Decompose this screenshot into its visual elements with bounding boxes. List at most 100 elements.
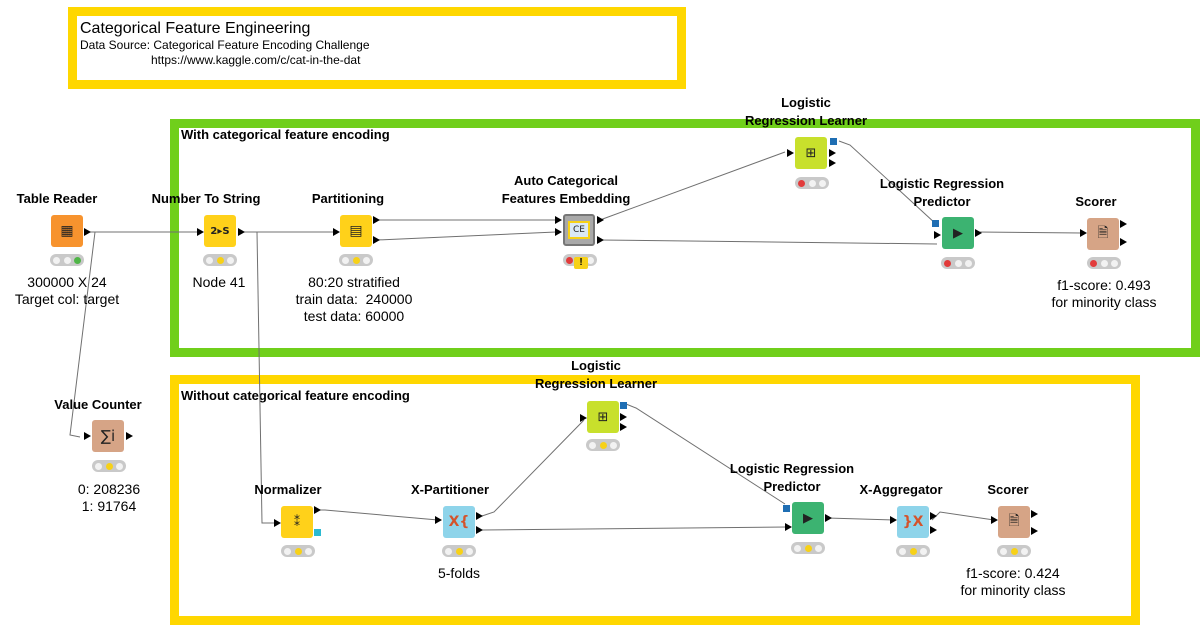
partitioning-out-port-2[interactable]	[373, 236, 380, 244]
number-to-string-icon: 2▸S	[210, 225, 230, 237]
x-partitioner-title: X-Partitioner	[410, 482, 489, 497]
without-encoding-label: Without categorical feature encoding	[181, 388, 410, 403]
data-source-line: Data Source: Categorical Feature Encodin…	[80, 38, 370, 52]
lr-predictor-top-node[interactable]: ▶	[942, 217, 974, 249]
lr-learner-bottom-title: Logistic Regression Learner	[534, 358, 658, 391]
number-to-string-title: Number To String	[151, 191, 261, 206]
normalizer-in-port[interactable]	[274, 519, 281, 527]
value-counter-out-port[interactable]	[126, 432, 133, 440]
n2s-out-port[interactable]	[238, 228, 245, 236]
auto-categorical-node[interactable]: CE	[563, 214, 595, 246]
scorer-top-out-port-2[interactable]	[1120, 238, 1127, 246]
auto-categorical-title: Auto Categorical Features Embedding	[501, 173, 631, 206]
lr-learner-bottom-in-port[interactable]	[580, 414, 587, 422]
partitioning-node[interactable]: ▤	[340, 215, 372, 247]
without-encoding-annotation-box	[170, 375, 1140, 625]
wire-xagg-to-scorer	[931, 511, 995, 521]
value-counter-icon: ∑i	[100, 427, 116, 445]
lr-predictor-top-in-port[interactable]	[934, 231, 941, 239]
scorer-top-node[interactable]: 🗎	[1087, 218, 1119, 250]
autocat-out-port-2[interactable]	[597, 236, 604, 244]
x-aggregator-out-port-1[interactable]	[930, 512, 937, 520]
lr-predictor-top-status	[941, 257, 975, 269]
predictor-icon: ▶	[803, 510, 813, 526]
partitioning-title: Partitioning	[311, 191, 385, 206]
table-reader-icon: ▦	[60, 223, 74, 239]
autocat-out-port-1[interactable]	[597, 216, 604, 224]
partitioning-status	[339, 254, 373, 266]
table-reader-node[interactable]: ▦	[51, 215, 83, 247]
n2s-in-port[interactable]	[197, 228, 204, 236]
data-source-url: https://www.kaggle.com/c/cat-in-the-dat	[151, 53, 361, 67]
lr-predictor-bottom-model-in-port[interactable]	[783, 505, 790, 512]
lr-learner-bottom-model-port[interactable]	[620, 402, 627, 409]
lr-predictor-bottom-title: Logistic Regression Predictor	[729, 461, 855, 494]
scorer-bottom-in-port[interactable]	[991, 516, 998, 524]
scorer-top-status	[1087, 257, 1121, 269]
x-partitioner-out-port-2[interactable]	[476, 526, 483, 534]
lr-predictor-top-out-port[interactable]	[975, 229, 982, 237]
scorer-bottom-title: Scorer	[987, 482, 1029, 497]
scorer-top-description: f1-score: 0.493 for minority class	[1051, 277, 1157, 310]
header-annotation-box	[68, 7, 686, 89]
with-encoding-label: With categorical feature encoding	[181, 127, 390, 142]
scorer-bottom-node[interactable]: 🗎	[998, 506, 1030, 538]
x-partitioner-in-port[interactable]	[435, 516, 442, 524]
table-reader-title: Table Reader	[16, 191, 98, 206]
lr-learner-top-model-port[interactable]	[830, 138, 837, 145]
normalizer-model-port[interactable]	[314, 529, 321, 536]
partitioning-out-port-1[interactable]	[373, 216, 380, 224]
partitioning-in-port[interactable]	[333, 228, 340, 236]
lr-learner-top-node[interactable]: ⊞	[795, 137, 827, 169]
scorer-icon: 🗎	[1008, 513, 1020, 529]
table-reader-out-port[interactable]	[84, 228, 91, 236]
scorer-top-out-port-1[interactable]	[1120, 220, 1127, 228]
lr-learner-bottom-out-port-2[interactable]	[620, 423, 627, 431]
autocat-in-port-1[interactable]	[555, 216, 562, 224]
scorer-bottom-out-port-1[interactable]	[1031, 510, 1038, 518]
value-counter-title: Value Counter	[54, 397, 142, 412]
partitioning-icon: ▤	[349, 223, 363, 239]
lr-predictor-bottom-in-port[interactable]	[785, 523, 792, 531]
workflow-title: Categorical Feature Engineering	[80, 20, 311, 37]
lr-predictor-bottom-out-port[interactable]	[825, 514, 832, 522]
x-aggregator-out-port-2[interactable]	[930, 526, 937, 534]
lr-learner-top-out-port-1[interactable]	[829, 149, 836, 157]
scorer-bottom-out-port-2[interactable]	[1031, 527, 1038, 535]
table-reader-description: 300000 X 24 Target col: target	[14, 274, 120, 307]
value-counter-in-port[interactable]	[84, 432, 91, 440]
component-icon: CE	[568, 221, 590, 239]
x-partitioner-node[interactable]: X{	[443, 506, 475, 538]
normalizer-node[interactable]: ⁑	[281, 506, 313, 538]
x-aggregator-status	[896, 545, 930, 557]
learner-icon: ⊞	[597, 409, 609, 425]
x-partitioner-out-port-1[interactable]	[476, 512, 483, 520]
lr-learner-bottom-node[interactable]: ⊞	[587, 401, 619, 433]
scorer-bottom-description: f1-score: 0.424 for minority class	[960, 565, 1066, 598]
lr-learner-bottom-out-port-1[interactable]	[620, 413, 627, 421]
lr-learner-top-title: Logistic Regression Learner	[744, 95, 868, 128]
x-aggregator-node[interactable]: }X	[897, 506, 929, 538]
x-aggregator-in-port[interactable]	[890, 516, 897, 524]
number-to-string-node[interactable]: 2▸S	[204, 215, 236, 247]
scorer-top-in-port[interactable]	[1080, 229, 1087, 237]
lr-predictor-top-model-in-port[interactable]	[932, 220, 939, 227]
learner-icon: ⊞	[805, 145, 817, 161]
lr-predictor-bottom-node[interactable]: ▶	[792, 502, 824, 534]
autocat-in-port-2[interactable]	[555, 228, 562, 236]
lr-learner-bottom-status	[586, 439, 620, 451]
normalizer-out-port[interactable]	[314, 506, 321, 514]
scorer-bottom-status	[997, 545, 1031, 557]
wire-learner-to-predictor	[838, 140, 937, 225]
scorer-icon: 🗎	[1097, 225, 1109, 241]
value-counter-status	[92, 460, 126, 472]
value-counter-node[interactable]: ∑i	[92, 420, 124, 452]
wire-part-to-autocat-2	[376, 231, 557, 241]
lr-learner-top-in-port[interactable]	[787, 149, 794, 157]
lr-learner-top-out-port-2[interactable]	[829, 159, 836, 167]
normalizer-status	[281, 545, 315, 557]
partitioning-description: 80:20 stratified train data: 240000 test…	[295, 274, 413, 324]
predictor-icon: ▶	[953, 225, 963, 241]
x-aggregator-icon: }X	[902, 514, 924, 530]
